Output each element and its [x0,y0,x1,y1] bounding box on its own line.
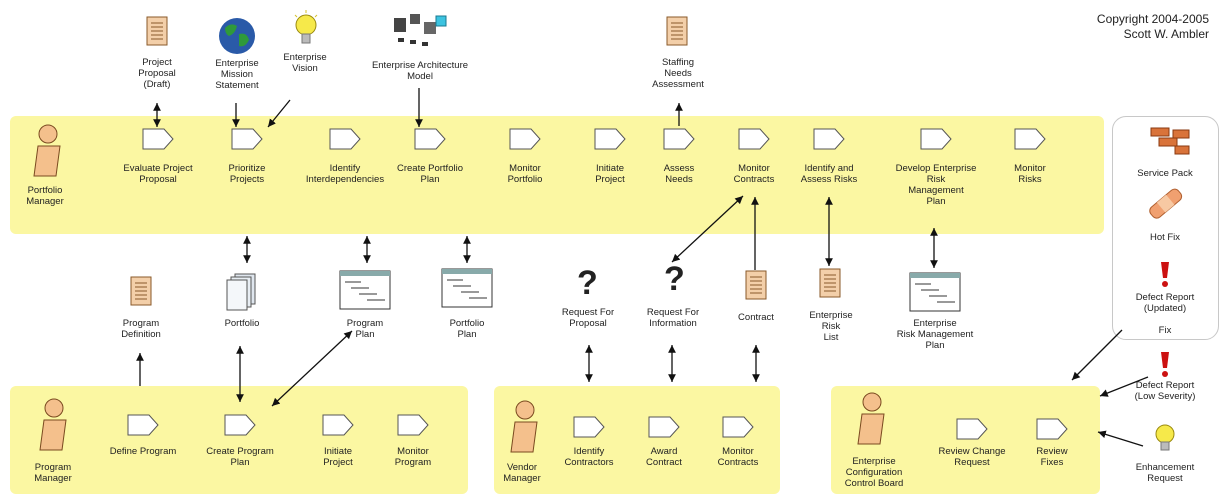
contract-doc-icon [745,270,767,300]
activity-label: Monitor Contracts [733,163,775,185]
activity-chevron-icon [1036,418,1068,440]
activity-label: Define Program [109,446,177,457]
activity-chevron-icon [142,128,174,150]
rfi-label: Request For Information [646,307,700,329]
activity-label: Assess Needs [663,163,695,185]
portfolio-plan-chart-icon [441,268,493,308]
bricks-icon [1150,127,1190,155]
program-manager-actor-icon [39,398,67,451]
activity-label: Identify Interdependencies [305,163,385,185]
activity-label: Develop Enterprise Risk Management Plan [895,163,977,207]
vision-label: Enterprise Vision [283,52,327,74]
activity-chevron-icon [920,128,952,150]
architecture-model-label: Enterprise Architecture Model [371,60,469,82]
copyright-line2: Scott W. Ambler [1123,27,1209,41]
activity-chevron-icon [322,414,354,436]
risk-list-label: Enterprise Risk List [809,310,853,343]
question-mark-icon: ? [664,260,685,298]
program-definition-label: Program Definition [121,318,161,340]
program-plan-chart-icon [339,270,391,310]
activity-label: Award Contract [646,446,682,468]
activity-chevron-icon [127,414,159,436]
activity-label: Identify Contractors [564,446,614,468]
contract-label: Contract [738,312,774,323]
activity-label: Monitor Program [394,446,432,468]
activity-label: Monitor Contracts [717,446,759,468]
vendor-manager-actor-icon [510,400,538,453]
copyright: Copyright 2004-2005 Scott W. Ambler [1097,12,1209,42]
activity-chevron-icon [397,414,429,436]
risk-list-doc-icon [819,268,841,298]
activity-chevron-icon [231,128,263,150]
lightbulb-icon [294,10,318,44]
activity-chevron-icon [224,414,256,436]
activity-chevron-icon [573,416,605,438]
activity-chevron-icon [509,128,541,150]
activity-chevron-icon [722,416,754,438]
fix-box-title: Fix [1158,325,1172,336]
activity-chevron-icon [738,128,770,150]
globe-icon [219,18,255,54]
risk-plan-label: Enterprise Risk Management Plan [896,318,974,351]
portfolio-manager-actor-icon [33,124,61,177]
activity-label: Initiate Project [323,446,353,468]
portfolio-label: Portfolio [224,318,260,329]
activity-label: Evaluate Project Proposal [123,163,193,185]
enhancement-label: Enhancement Request [1135,462,1195,484]
architecture-model-icon [394,14,447,46]
portfolio-manager-label: Portfolio Manager [26,185,64,207]
activity-chevron-icon [813,128,845,150]
activity-label: Monitor Risks [1014,163,1046,185]
ccb-actor-icon [857,392,885,445]
mission-label: Enterprise Mission Statement [215,58,259,91]
activity-chevron-icon [1014,128,1046,150]
lightbulb-icon [1155,424,1175,451]
activity-label: Review Change Request [938,446,1006,468]
vendor-lane [494,386,780,494]
defect-low-label: Defect Report (Low Severity) [1134,380,1196,402]
activity-label: Create Program Plan [206,446,274,468]
portfolio-plan-label: Portfolio Plan [449,318,485,340]
activity-chevron-icon [956,418,988,440]
activity-label: Initiate Project [595,163,625,185]
defect-updated-label: Defect Report (Updated) [1135,292,1195,314]
staffing-label: Staffing Needs Assessment [652,57,704,90]
bandage-icon [1149,188,1183,219]
activity-chevron-icon [594,128,626,150]
activity-chevron-icon [663,128,695,150]
exclamation-icon [1161,352,1169,377]
activity-label: Monitor Portfolio [507,163,543,185]
activity-chevron-icon [648,416,680,438]
program-lane [10,386,468,494]
copyright-line1: Copyright 2004-2005 [1096,12,1209,26]
risk-plan-chart-icon [909,272,961,312]
program-definition-doc-icon [130,276,152,306]
hot-fix-label: Hot Fix [1149,232,1181,243]
fix-box [1112,116,1219,340]
service-pack-label: Service Pack [1137,168,1193,179]
project-proposal-label: Project Proposal (Draft) [138,57,176,90]
activity-label: Create Portfolio Plan [396,163,463,185]
rfp-label: Request For Proposal [561,307,615,329]
project-proposal-doc-icon [146,16,168,46]
ccb-label: Enterprise Configuration Control Board [844,456,904,489]
vendor-manager-label: Vendor Manager [503,462,541,484]
program-plan-label: Program Plan [346,318,384,340]
activity-label: Identify and Assess Risks [800,163,858,185]
question-mark-icon: ? [577,264,598,302]
activity-chevron-icon [414,128,446,150]
activity-label: Review Fixes [1036,446,1068,468]
activity-chevron-icon [329,128,361,150]
exclamation-icon [1161,262,1169,287]
activity-label: Prioritize Projects [228,163,266,185]
staffing-doc-icon [666,16,688,46]
portfolio-stack-icon [226,273,256,311]
program-manager-label: Program Manager [34,462,72,484]
